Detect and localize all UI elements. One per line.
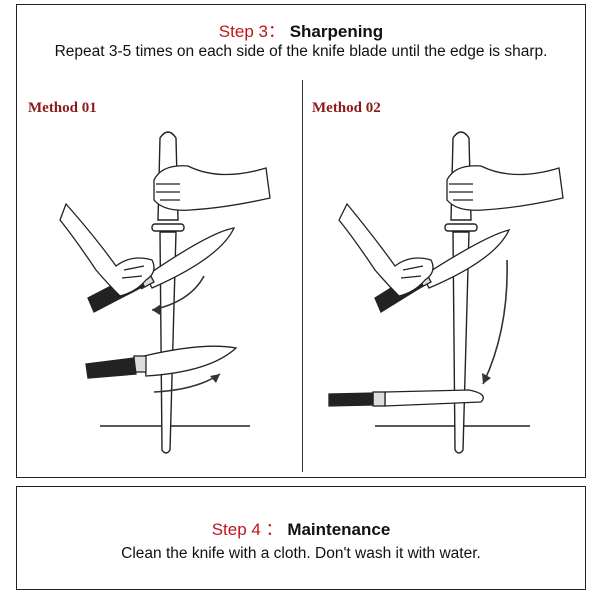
step3-heading: Step 3： Sharpening bbox=[17, 17, 585, 42]
step4-panel: Step 4 ： Maintenance Clean the knife wit… bbox=[16, 486, 586, 590]
step3-label: Step 3 bbox=[218, 22, 268, 41]
knife-lower bbox=[85, 345, 238, 379]
method-02-label: Method 02 bbox=[312, 100, 381, 116]
step4-heading: Step 4 ： Maintenance bbox=[17, 515, 585, 540]
knife-lower bbox=[328, 389, 484, 407]
upper-hand bbox=[446, 165, 564, 211]
upper-hand bbox=[153, 165, 271, 211]
method-01-label: Method 01 bbox=[28, 100, 97, 116]
step3-title: Sharpening bbox=[289, 22, 384, 41]
step4-colon: ： bbox=[260, 520, 283, 539]
step4-title: Maintenance bbox=[287, 520, 391, 539]
lower-hand bbox=[338, 202, 434, 297]
method-divider bbox=[302, 80, 304, 472]
step3-description: Repeat 3-5 times on each side of the kni… bbox=[54, 43, 548, 60]
method-01-illustration bbox=[59, 131, 271, 454]
step4-label: Step 4 bbox=[211, 520, 261, 539]
step3-colon: ： bbox=[267, 22, 285, 41]
arrow-downward bbox=[482, 259, 508, 385]
lower-hand bbox=[59, 202, 155, 297]
step4-description: Clean the knife with a cloth. Don't wash… bbox=[121, 545, 481, 562]
method-02-illustration bbox=[328, 131, 564, 454]
